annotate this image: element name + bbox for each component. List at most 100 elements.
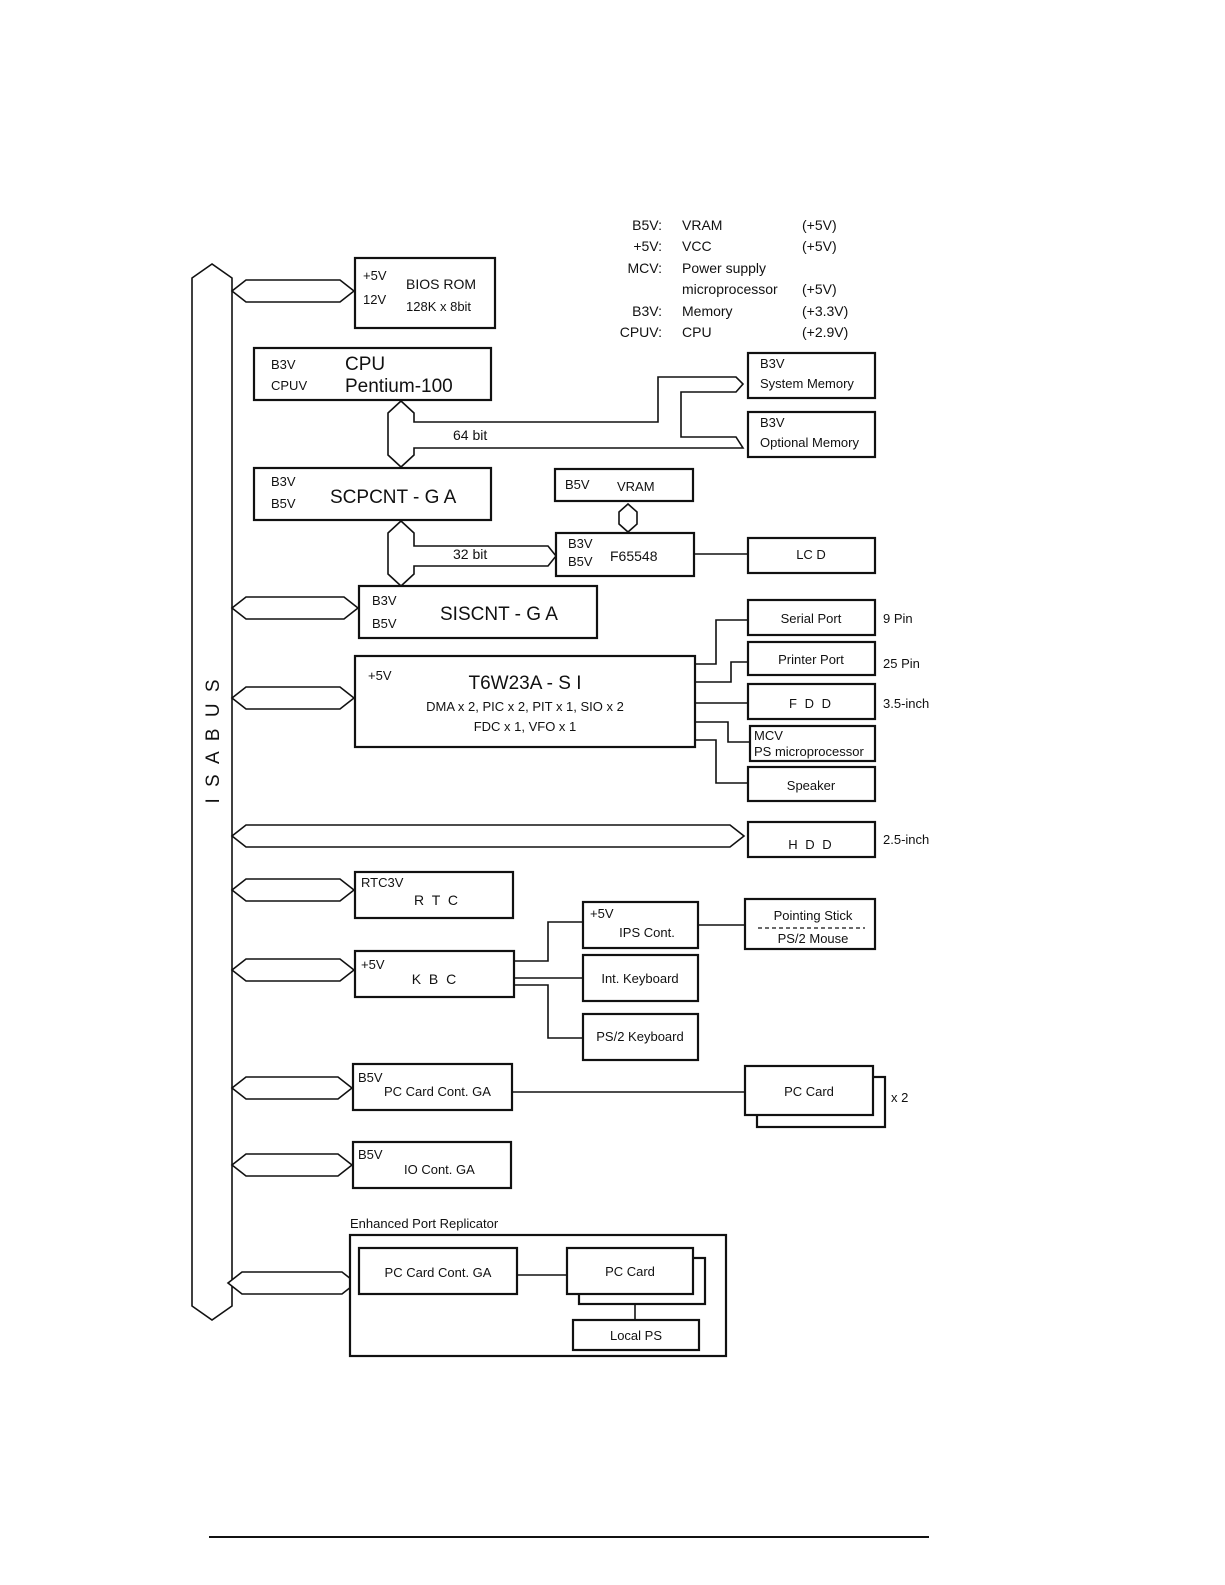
legend-voltage-mcv: (+5V) bbox=[802, 281, 837, 297]
ps2-mouse-label: PS/2 Mouse bbox=[778, 931, 849, 946]
fdd-label: F D D bbox=[789, 696, 833, 711]
rtc-block: RTC3V R T C bbox=[353, 870, 515, 920]
scpcnt-voltage-b5v: B5V bbox=[271, 496, 296, 511]
vram-label: VRAM bbox=[617, 479, 655, 494]
optional-memory-block: B3V Optional Memory bbox=[746, 410, 877, 459]
mcv-block: MCV PS microprocessor bbox=[748, 724, 877, 763]
rtc-box bbox=[353, 870, 515, 920]
pc-card-block: PC Card x 2 bbox=[743, 1064, 908, 1129]
siscnt-box bbox=[357, 584, 599, 640]
siscnt-block: B3V B5V SISCNT - G A bbox=[357, 584, 599, 640]
epr-pc-card-cont-box bbox=[357, 1246, 519, 1296]
cpu-model: Pentium-100 bbox=[345, 376, 453, 397]
kbc-voltage: +5V bbox=[361, 957, 385, 972]
legend-name-cpu: CPU bbox=[682, 324, 712, 340]
rtc-label: R T C bbox=[414, 892, 460, 908]
bus-64bit-shape bbox=[387, 376, 745, 469]
bios-rom-label: BIOS ROM bbox=[406, 276, 476, 292]
int-keyboard-box bbox=[581, 953, 700, 1003]
legend-name-memory: Memory bbox=[682, 303, 733, 319]
int-keyboard-block: Int. Keyboard bbox=[581, 953, 700, 1003]
rtc-voltage: RTC3V bbox=[361, 875, 404, 890]
speaker-box bbox=[746, 765, 877, 803]
vram-box bbox=[553, 467, 695, 503]
pointing-stick-box bbox=[743, 897, 877, 951]
ips-voltage: +5V bbox=[590, 906, 614, 921]
f65548-voltage-b5v: B5V bbox=[568, 554, 593, 569]
pc-card-cont-voltage: B5V bbox=[358, 1070, 383, 1085]
legend-voltage-vcc: (+5V) bbox=[802, 238, 837, 254]
kbc-box bbox=[353, 949, 516, 999]
speaker-block: Speaker bbox=[746, 765, 877, 803]
bios-rom-box bbox=[353, 256, 497, 330]
system-memory-voltage: B3V bbox=[760, 356, 785, 371]
bus-arrow-bios bbox=[230, 279, 356, 303]
cpu-block: B3V CPUV CPU Pentium-100 bbox=[252, 346, 493, 402]
bus-arrow-siscnt bbox=[230, 596, 360, 620]
bus-32bit: 32 bit bbox=[387, 519, 558, 588]
serial-port-block: Serial Port 9 Pin bbox=[746, 598, 913, 637]
io-cont-label: IO Cont. GA bbox=[404, 1162, 475, 1177]
siscnt-voltage-b3v: B3V bbox=[372, 593, 397, 608]
pc-card-box bbox=[743, 1064, 875, 1117]
bios-rom-block: +5V 12V BIOS ROM 128K x 8bit bbox=[353, 256, 497, 330]
hdd-label: H D D bbox=[788, 837, 833, 852]
bus-arrow-epr bbox=[226, 1271, 358, 1295]
lcd-label: LC D bbox=[796, 547, 826, 562]
fdd-box bbox=[746, 682, 877, 721]
pc-card-cont-label: PC Card Cont. GA bbox=[384, 1084, 491, 1099]
ps2-keyboard-link bbox=[514, 984, 583, 1039]
bus-64bit-label: 64 bit bbox=[453, 427, 487, 443]
legend-key-5v: +5V: bbox=[633, 238, 662, 254]
fdd-block: F D D 3.5-inch bbox=[746, 682, 929, 721]
cpu-voltage-b3v: B3V bbox=[271, 357, 296, 372]
fdd-note: 3.5-inch bbox=[883, 696, 929, 711]
io-cont-box bbox=[351, 1140, 513, 1190]
serial-port-box bbox=[746, 598, 877, 637]
voltage-legend: B5V: VRAM (+5V) +5V: VCC (+5V) MCV: Powe… bbox=[620, 217, 849, 340]
system-memory-box bbox=[746, 351, 877, 400]
f65548-voltage-b3v: B3V bbox=[568, 536, 593, 551]
f65548-block: B3V B5V F65548 bbox=[554, 531, 696, 578]
optional-memory-label: Optional Memory bbox=[760, 435, 859, 450]
printer-link bbox=[695, 661, 748, 683]
legend-voltage-cpu: (+2.9V) bbox=[802, 324, 848, 340]
vram-link-shape bbox=[618, 502, 638, 534]
enhanced-port-replicator: Enhanced Port Replicator PC Card Cont. G… bbox=[348, 1216, 728, 1358]
printer-port-block: Printer Port 25 Pin bbox=[746, 640, 920, 677]
siscnt-voltage-b5v: B5V bbox=[372, 616, 397, 631]
bus-32bit-label: 32 bit bbox=[453, 546, 487, 562]
cpu-box bbox=[252, 346, 493, 402]
system-memory-block: B3V System Memory bbox=[746, 351, 877, 400]
ps2-keyboard-block: PS/2 Keyboard bbox=[581, 1012, 700, 1062]
isa-bus: I S A B U S bbox=[191, 263, 233, 1321]
t6w23a-voltage: +5V bbox=[368, 668, 392, 683]
pointing-stick-label: Pointing Stick bbox=[774, 908, 853, 923]
epr-title: Enhanced Port Replicator bbox=[350, 1216, 499, 1231]
legend-key-cpuv: CPUV: bbox=[620, 324, 662, 340]
bus-connectors bbox=[226, 279, 746, 1295]
scpcnt-voltage-b3v: B3V bbox=[271, 474, 296, 489]
t6w23a-box bbox=[353, 654, 697, 749]
mcv-link bbox=[695, 721, 749, 743]
int-keyboard-label: Int. Keyboard bbox=[601, 971, 678, 986]
hdd-note: 2.5-inch bbox=[883, 832, 929, 847]
printer-port-label: Printer Port bbox=[778, 652, 844, 667]
system-memory-label: System Memory bbox=[760, 376, 854, 391]
epr-pc-card-label: PC Card bbox=[605, 1264, 655, 1279]
lcd-box bbox=[746, 536, 877, 575]
bus-64bit: 64 bit bbox=[387, 376, 745, 469]
pc-card-cont-block: B5V PC Card Cont. GA bbox=[351, 1062, 514, 1112]
vram-block: B5V VRAM bbox=[553, 467, 695, 503]
io-cont-block: B5V IO Cont. GA bbox=[351, 1140, 513, 1190]
epr-pc-card-cont-label: PC Card Cont. GA bbox=[385, 1265, 492, 1280]
hdd-block: H D D 2.5-inch bbox=[746, 820, 929, 859]
cpu-label: CPU bbox=[345, 354, 385, 375]
speaker-label: Speaker bbox=[787, 778, 836, 793]
legend-voltage-memory: (+3.3V) bbox=[802, 303, 848, 319]
legend-name-power-supply: Power supply bbox=[682, 260, 766, 276]
legend-key-b5v: B5V: bbox=[632, 217, 662, 233]
bus-arrow-kbc bbox=[230, 958, 356, 982]
io-cont-voltage: B5V bbox=[358, 1147, 383, 1162]
